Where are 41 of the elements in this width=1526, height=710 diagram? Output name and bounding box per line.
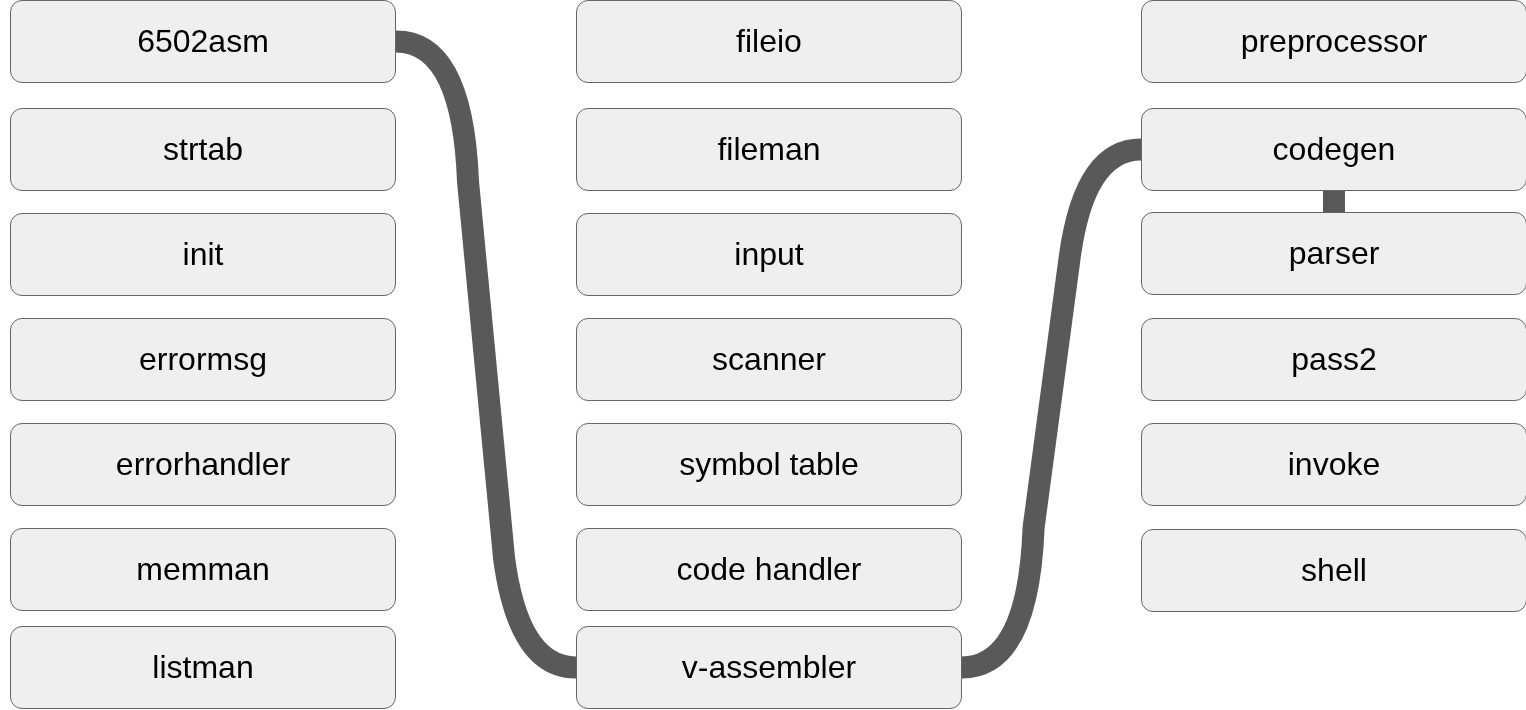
module-name: codegen: [1272, 131, 1396, 168]
module-name: preprocessor: [1240, 23, 1428, 60]
module-name: fileio: [736, 23, 802, 60]
module-box: [1141, 529, 1526, 612]
module-name: code handler: [676, 551, 862, 588]
connector-line: [1323, 191, 1345, 212]
module-box: [576, 528, 962, 611]
module-name: listman: [152, 649, 254, 686]
module-box: [576, 318, 962, 401]
module-box: [10, 528, 396, 611]
module-name: pass2: [1291, 341, 1377, 378]
module-name: memman: [136, 551, 270, 588]
module-name: v-assembler: [681, 649, 857, 686]
module-name: symbol table: [679, 446, 859, 483]
module-box: [576, 423, 962, 506]
module-name: errorhandler: [115, 446, 291, 483]
module-box: [10, 108, 396, 191]
module-box: [576, 626, 962, 709]
module-box: [10, 626, 396, 709]
module-box: [1141, 212, 1526, 295]
module-name: invoke: [1287, 446, 1381, 483]
module-box: [1141, 318, 1526, 401]
module-box: [576, 0, 962, 83]
module-box: [1141, 108, 1526, 191]
module-name: 6502asm: [137, 23, 269, 60]
module-box: [576, 213, 962, 296]
module-box: [576, 108, 962, 191]
module-name: errormsg: [139, 341, 267, 378]
module-name: parser: [1288, 235, 1380, 272]
module-name: shell: [1301, 552, 1367, 589]
module-name: init: [182, 236, 224, 273]
module-box: [1141, 0, 1526, 83]
module-name: input: [734, 236, 804, 273]
module-box: [10, 213, 396, 296]
module-name: fileman: [717, 131, 821, 168]
module-name: strtab: [163, 131, 243, 168]
module-box: [10, 318, 396, 401]
module-box: [1141, 423, 1526, 506]
module-name: scanner: [712, 341, 826, 378]
module-box: [10, 0, 396, 83]
module-box: [10, 423, 396, 506]
